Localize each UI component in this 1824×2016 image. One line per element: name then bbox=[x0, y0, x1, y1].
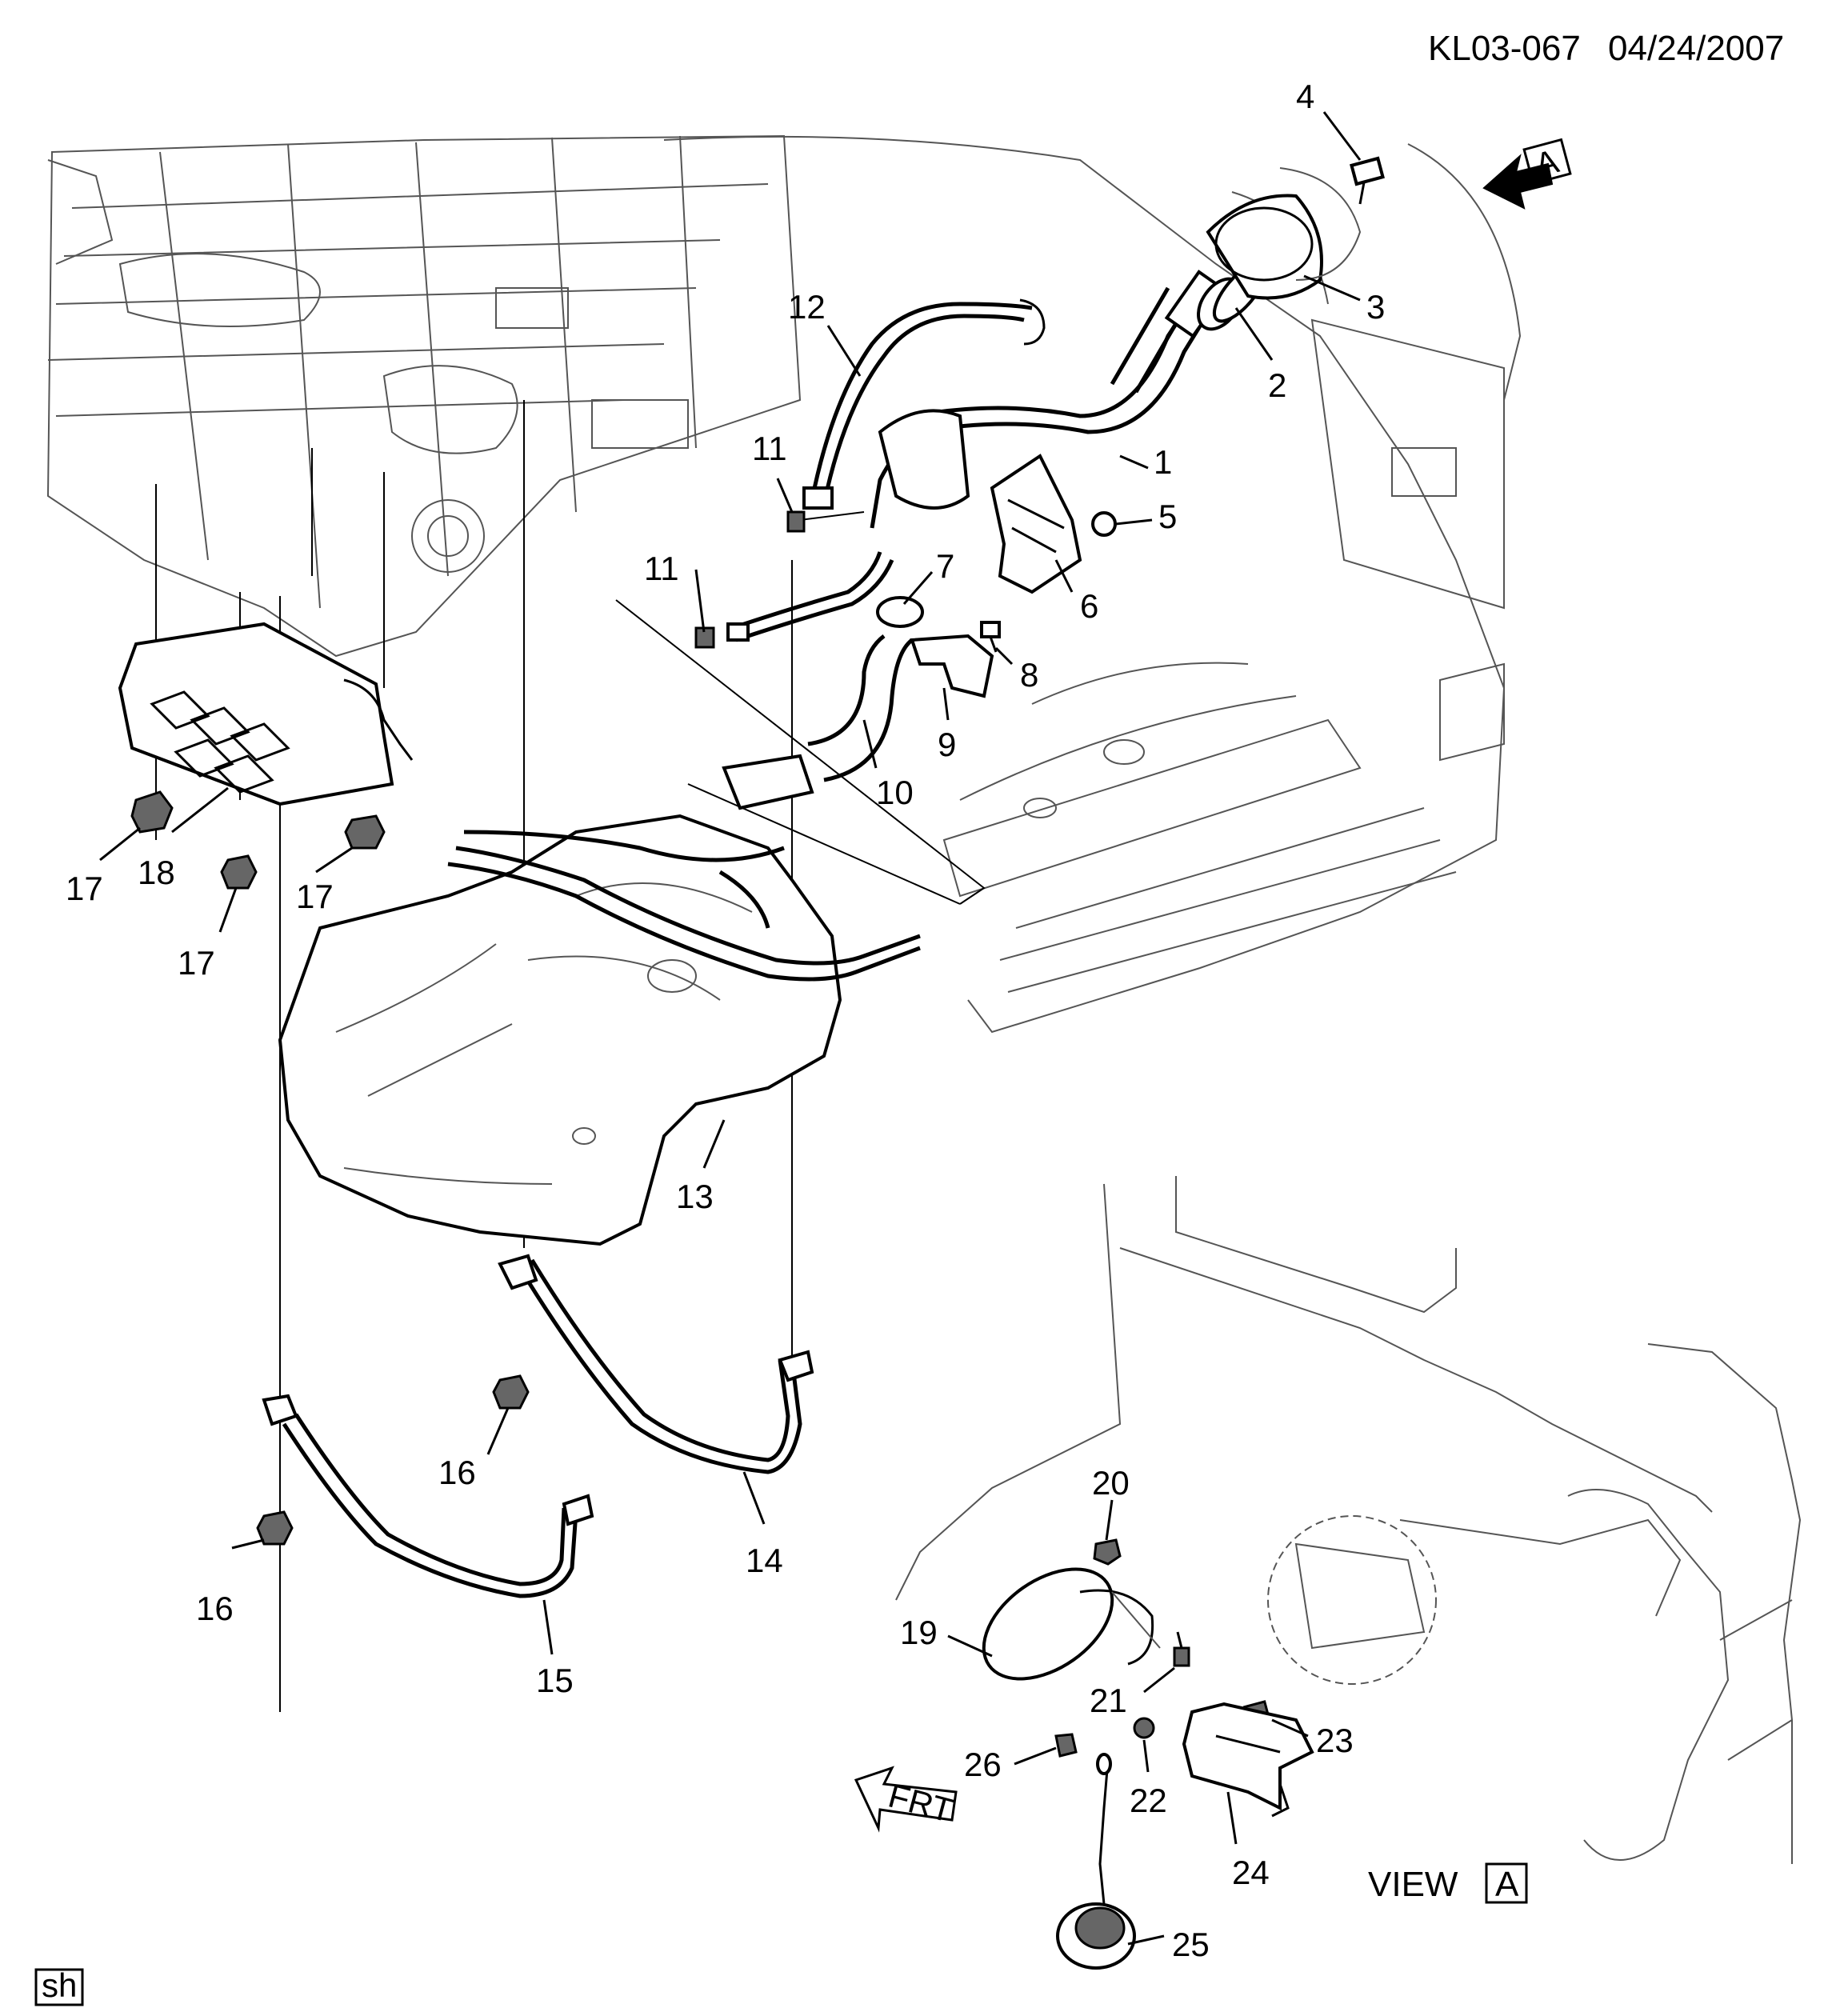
part-13-fuel-tank bbox=[278, 814, 921, 1246]
callout-25: 25 bbox=[1172, 1926, 1210, 1963]
part-22-clip bbox=[1133, 1717, 1155, 1739]
part-18-heat-shield bbox=[118, 622, 414, 806]
callout-labels: 1 2 3 4 5 6 7 8 9 10 11 11 12 13 14 15 1… bbox=[66, 78, 1385, 1963]
view-a-body bbox=[895, 1176, 1802, 1864]
part-5-grommet bbox=[1091, 511, 1117, 537]
callout-22: 22 bbox=[1130, 1782, 1167, 1819]
part-25-fuel-cap bbox=[1056, 1753, 1136, 1970]
drawing-id: KL03-067 bbox=[1428, 29, 1581, 68]
callout-6: 6 bbox=[1080, 587, 1098, 625]
callout-12: 12 bbox=[788, 288, 826, 326]
callout-17-left: 17 bbox=[66, 870, 103, 907]
callout-2: 2 bbox=[1268, 366, 1286, 404]
corner-tag: sh bbox=[42, 1966, 77, 2004]
part-15-tank-strap bbox=[262, 1394, 594, 1598]
leader-lines bbox=[99, 111, 1362, 1946]
vehicle-underbody bbox=[46, 134, 802, 658]
part-26-clip bbox=[1054, 1733, 1078, 1758]
callout-8: 8 bbox=[1020, 656, 1038, 694]
corner-tag-box bbox=[34, 1968, 84, 2006]
callout-23: 23 bbox=[1316, 1722, 1354, 1759]
part-10-fill-hose bbox=[722, 634, 914, 810]
view-arrow-icon: A bbox=[1482, 138, 1572, 210]
part-3-filler-housing bbox=[1206, 167, 1362, 300]
part-9-bracket bbox=[910, 634, 994, 698]
callout-9: 9 bbox=[938, 726, 956, 763]
callout-13: 13 bbox=[676, 1178, 714, 1215]
callout-10: 10 bbox=[876, 774, 914, 811]
callout-19: 19 bbox=[900, 1614, 938, 1651]
fuel-door-opening bbox=[1267, 1515, 1437, 1685]
part-16-nuts bbox=[256, 1374, 530, 1546]
part-19-fuel-door-housing bbox=[982, 1567, 1161, 1681]
callout-16-right: 16 bbox=[438, 1454, 476, 1491]
part-11-connectors bbox=[694, 510, 894, 649]
part-24-fuel-door bbox=[1182, 1702, 1314, 1818]
callout-16-left: 16 bbox=[196, 1590, 234, 1627]
callout-5: 5 bbox=[1158, 498, 1177, 535]
callout-14: 14 bbox=[746, 1542, 783, 1579]
view-label: VIEW bbox=[1368, 1865, 1458, 1904]
part-1-filler-pipe bbox=[870, 270, 1243, 529]
callout-20: 20 bbox=[1092, 1464, 1130, 1502]
callout-18: 18 bbox=[138, 854, 175, 891]
part-21-screw bbox=[1173, 1631, 1190, 1667]
part-7-clamp bbox=[876, 596, 924, 628]
callout-11-lower: 11 bbox=[644, 550, 679, 587]
part-17-nuts bbox=[130, 790, 386, 890]
callout-7: 7 bbox=[936, 547, 954, 585]
view-ref-box bbox=[1485, 1862, 1528, 1904]
part-4-bolt bbox=[1350, 156, 1385, 205]
callout-11-upper: 11 bbox=[752, 430, 787, 467]
front-arrow-text: FRT bbox=[885, 1776, 957, 1829]
callout-4: 4 bbox=[1296, 78, 1314, 115]
callout-21: 21 bbox=[1090, 1682, 1127, 1719]
callout-24: 24 bbox=[1232, 1854, 1270, 1891]
callout-17-right: 17 bbox=[296, 878, 334, 915]
part-8-bolt bbox=[980, 621, 1001, 653]
front-arrow-icon: FRT bbox=[854, 1766, 958, 1833]
part-14-tank-strap bbox=[498, 1254, 814, 1474]
part-20-clip bbox=[1093, 1538, 1122, 1566]
part-6-bracket bbox=[990, 454, 1082, 594]
drawing-date: 04/24/2007 bbox=[1608, 29, 1784, 68]
callout-26: 26 bbox=[964, 1746, 1002, 1783]
part-12-vent-hose bbox=[802, 298, 1046, 510]
callout-1: 1 bbox=[1154, 443, 1172, 481]
callout-15: 15 bbox=[536, 1662, 574, 1699]
rear-body-panel bbox=[663, 135, 1522, 1034]
view-ref-letter: A bbox=[1495, 1865, 1519, 1904]
callout-17-bottom: 17 bbox=[178, 944, 215, 982]
callout-3: 3 bbox=[1366, 288, 1385, 326]
